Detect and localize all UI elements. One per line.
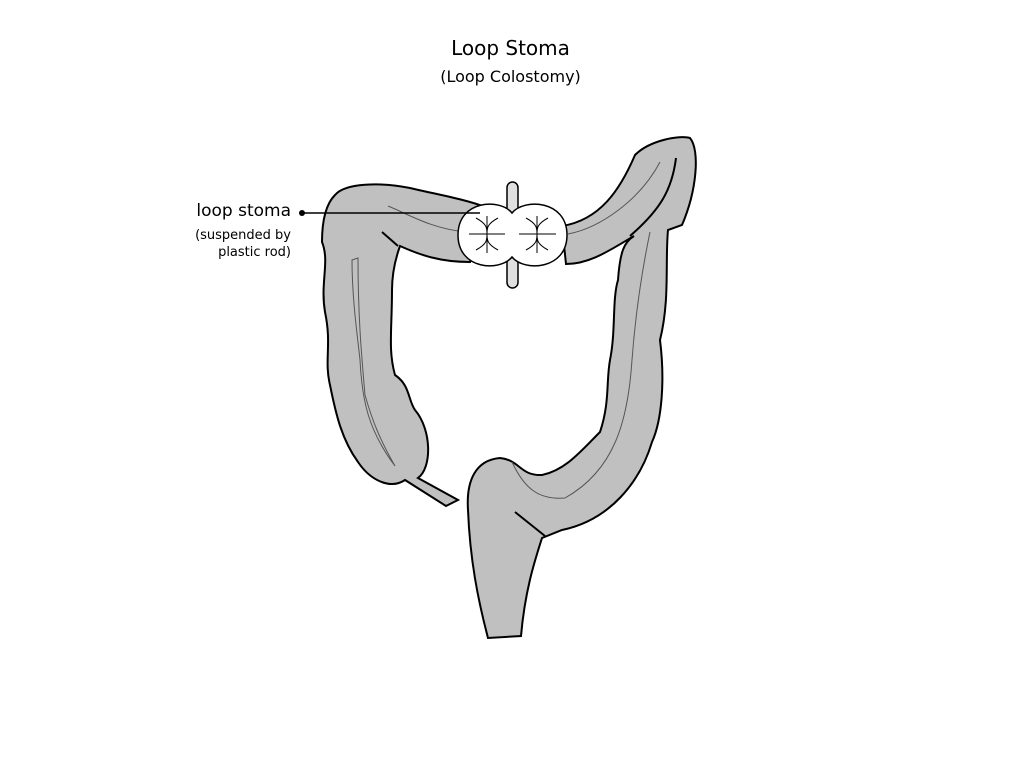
label-leader-dot: [299, 210, 305, 216]
stoma: [457, 203, 568, 267]
stoma-opening-right: [519, 216, 556, 253]
loop-stoma-label: loop stoma: [196, 201, 291, 221]
diagram-subtitle: (Loop Colostomy): [440, 67, 581, 86]
taenia-line: [511, 231, 651, 499]
sublabel-line-2: plastic rod): [218, 245, 291, 260]
stoma-opening-left: [469, 216, 505, 253]
fold-line: [514, 511, 546, 537]
sublabel-line-1: (suspended by: [195, 228, 291, 243]
fold-line: [381, 231, 399, 247]
taenia-line: [567, 161, 661, 235]
taenia-line: [387, 205, 466, 233]
taenia-line: [351, 257, 396, 467]
fold-line: [629, 157, 677, 237]
diagram-title: Loop Stoma: [451, 36, 570, 60]
loop-stoma-sublabel: (suspended by plastic rod): [151, 227, 291, 261]
descending-sigmoid-colon: [466, 136, 697, 640]
